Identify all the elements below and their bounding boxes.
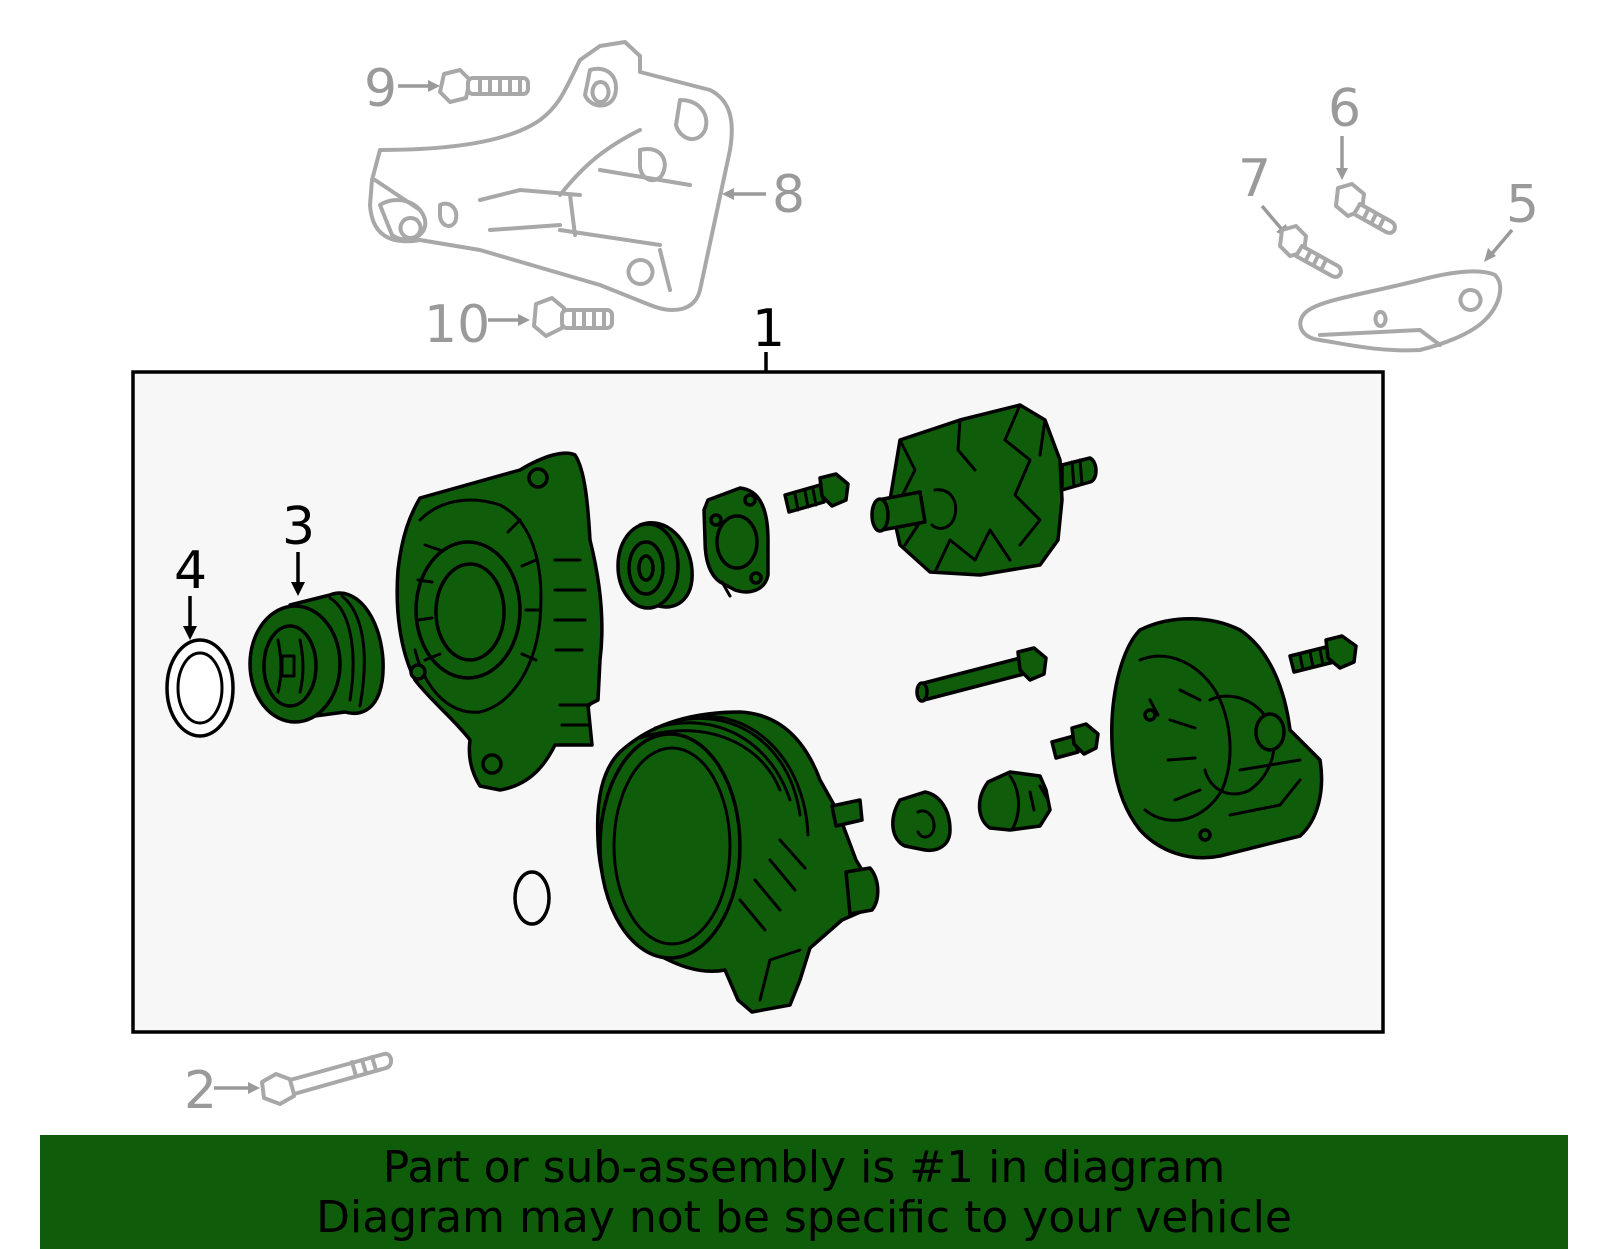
bolt-2[interactable] — [260, 1051, 393, 1106]
callout-10: 10 — [424, 295, 490, 355]
callout-9-arrowhead — [428, 80, 440, 92]
brush-holder[interactable] — [891, 790, 952, 853]
bolt-10[interactable] — [532, 296, 614, 338]
small-bolt[interactable] — [1050, 722, 1100, 760]
callout-5-arrow — [1488, 228, 1514, 258]
callout-1: 1 — [752, 299, 785, 359]
callout-5-arrowhead — [1484, 248, 1496, 262]
bearing[interactable] — [616, 521, 694, 610]
callout-5: 5 — [1506, 175, 1539, 235]
mounting-bracket-8[interactable] — [368, 40, 734, 312]
seal-ring-4[interactable] — [165, 638, 235, 738]
footer-note-disclaimer: Diagram may not be specific to your vehi… — [316, 1192, 1292, 1243]
bracket-5[interactable] — [1298, 269, 1503, 353]
retainer-plate[interactable] — [702, 486, 770, 598]
front-housing[interactable] — [395, 451, 604, 792]
callout-7: 7 — [1238, 149, 1271, 209]
bolt-7[interactable] — [1278, 224, 1343, 279]
callout-4: 4 — [174, 541, 207, 601]
callout-10-arrowhead — [518, 314, 530, 326]
callout-2: 2 — [184, 1061, 217, 1121]
callout-3: 3 — [282, 497, 315, 557]
o-ring[interactable] — [513, 870, 551, 926]
rear-housing[interactable] — [1110, 617, 1324, 860]
footer-note-assembly: Part or sub-assembly is #1 in diagram — [382, 1142, 1226, 1193]
bolt-6[interactable] — [1334, 182, 1397, 235]
plate-screw[interactable] — [783, 472, 850, 514]
regulator[interactable] — [977, 770, 1052, 832]
callout-9: 9 — [364, 59, 397, 119]
callout-8: 8 — [772, 165, 805, 225]
callout-8-arrowhead — [722, 188, 734, 200]
callout-6: 6 — [1328, 79, 1361, 139]
bolt-9[interactable] — [438, 68, 530, 104]
rotor[interactable] — [870, 403, 1098, 577]
pulley-3[interactable] — [248, 591, 385, 724]
stator-housing[interactable] — [595, 710, 880, 1014]
callout-6-arrowhead — [1336, 168, 1348, 180]
callout-3-arrowhead — [291, 582, 305, 596]
footer-banner: Part or sub-assembly is #1 in diagram Di… — [40, 1135, 1568, 1249]
rear-bolt[interactable] — [1288, 634, 1358, 674]
through-bolt[interactable] — [915, 646, 1048, 703]
callout-2-arrowhead — [248, 1082, 260, 1094]
callout-4-arrowhead — [183, 626, 197, 640]
callout-7-arrow — [1260, 204, 1286, 234]
